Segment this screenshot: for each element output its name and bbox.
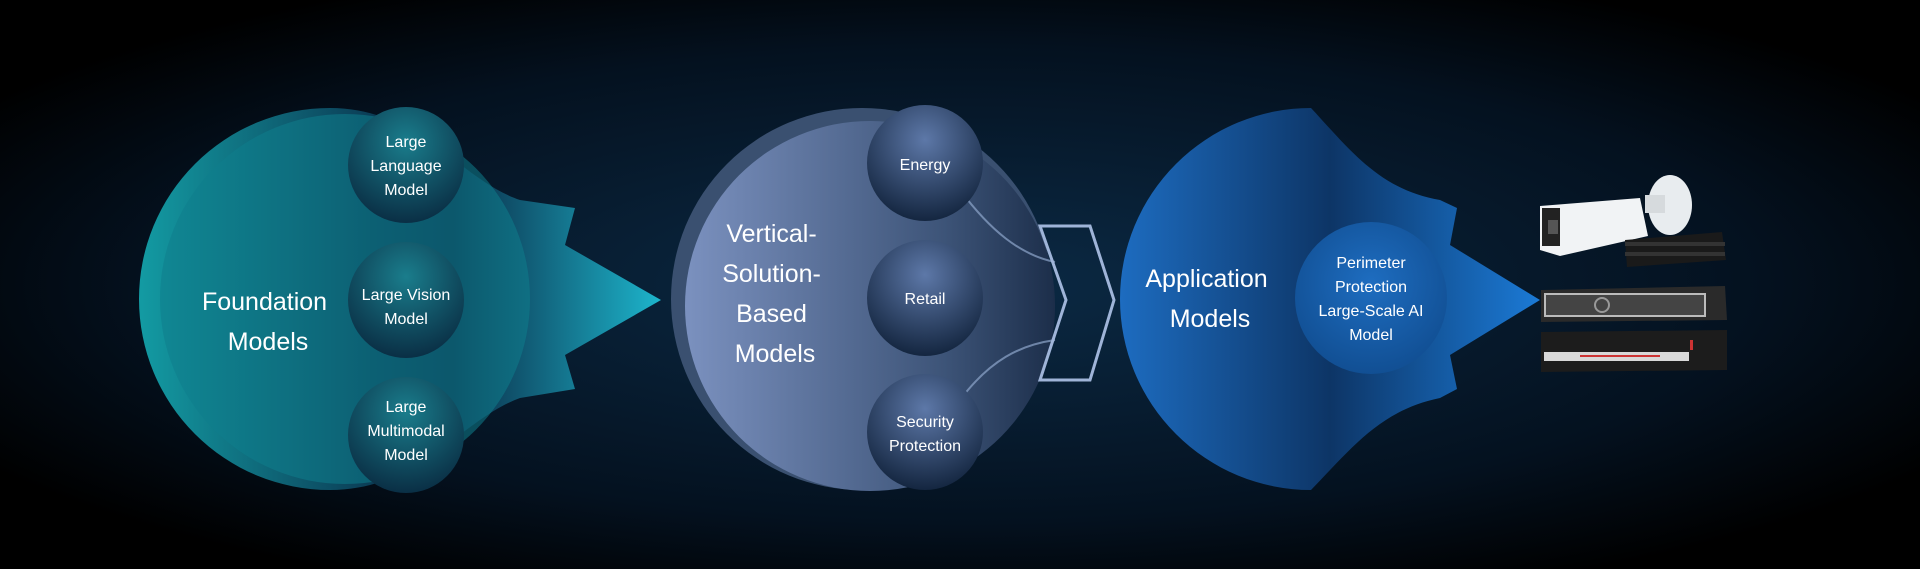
- label-text: Energy: [900, 157, 951, 174]
- label-text: Application: [1145, 265, 1267, 293]
- label-text: Models: [735, 340, 816, 368]
- stage-vertical-solution-models: Vertical- Solution- Based Models Energy …: [671, 105, 1116, 491]
- edge-box-icon: [1625, 232, 1726, 267]
- label-text: Models: [1170, 305, 1251, 333]
- devices: [1540, 175, 1727, 372]
- label-text: Retail: [905, 291, 946, 308]
- chevron-arrow-icon: [1037, 224, 1116, 382]
- label-text: Security: [896, 414, 954, 431]
- label-text: Protection: [1335, 279, 1407, 296]
- label-text: Models: [228, 328, 309, 356]
- label-text: Model: [384, 182, 428, 199]
- nvr-1u-icon: [1541, 286, 1727, 322]
- item-energy: Energy: [867, 105, 983, 221]
- label-text: Language: [370, 158, 441, 175]
- bullet-camera-icon: [1540, 175, 1692, 256]
- label-text: Vertical-: [726, 220, 816, 248]
- item-retail: Retail: [867, 240, 983, 356]
- label-text: Solution-: [722, 260, 821, 288]
- label-text: Large-Scale AI: [1319, 303, 1424, 320]
- label-text: Large Vision: [362, 287, 451, 304]
- connector-curves: [959, 189, 1056, 401]
- label-text: Model: [384, 311, 428, 328]
- label-text: Based: [736, 300, 807, 328]
- label-text: Multimodal: [367, 423, 444, 440]
- label-text: Large: [386, 399, 427, 416]
- label-text: Foundation: [202, 288, 327, 316]
- label-text: Large: [386, 134, 427, 151]
- application-title: Application Models: [1145, 265, 1274, 333]
- label-text: Model: [1349, 327, 1393, 344]
- label-text: Perimeter: [1336, 255, 1406, 272]
- vertical-title: Vertical- Solution- Based Models: [722, 220, 828, 368]
- foundation-title: Foundation Models: [202, 288, 334, 356]
- label-text: Model: [384, 447, 428, 464]
- label-text: Protection: [889, 438, 961, 455]
- nvr-2u-icon: [1541, 330, 1727, 372]
